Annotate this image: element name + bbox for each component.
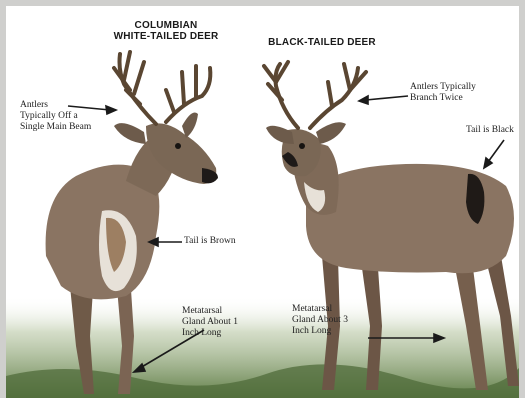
antlers-right-label: Antlers Typically Branch Twice	[410, 82, 476, 104]
left-heading-line1: COLUMBIAN	[94, 20, 238, 31]
gland-right-label: Metatarsal Gland About 3 Inch Long	[292, 304, 348, 337]
antlers-left-line1: Antlers	[20, 100, 91, 111]
gland-left-line3: Inch Long	[182, 328, 238, 339]
antlers-left-line3: Single Main Beam	[20, 122, 91, 133]
antlers-left-line2: Typically Off a	[20, 111, 91, 122]
gland-left-line1: Metatarsal	[182, 306, 238, 317]
deer-photo-scene	[6, 6, 519, 398]
tail-brown-label: Tail is Brown	[184, 236, 236, 247]
left-heading-line2: WHITE-TAILED DEER	[94, 31, 238, 42]
antlers-right-line1: Antlers Typically	[410, 82, 476, 93]
gland-right-line3: Inch Long	[292, 326, 348, 337]
infographic-frame: COLUMBIAN WHITE-TAILED DEER BLACK-TAILED…	[6, 6, 519, 398]
right-deer-heading: BLACK-TAILED DEER	[250, 37, 394, 48]
gland-right-line2: Gland About 3	[292, 315, 348, 326]
antlers-right-line2: Branch Twice	[410, 93, 476, 104]
gland-left-label: Metatarsal Gland About 1 Inch Long	[182, 306, 238, 339]
antlers-left-label: Antlers Typically Off a Single Main Beam	[20, 100, 91, 133]
gland-left-line2: Gland About 1	[182, 317, 238, 328]
tail-black-label: Tail is Black	[466, 125, 514, 136]
gland-right-line1: Metatarsal	[292, 304, 348, 315]
left-deer-heading: COLUMBIAN WHITE-TAILED DEER	[94, 20, 238, 42]
